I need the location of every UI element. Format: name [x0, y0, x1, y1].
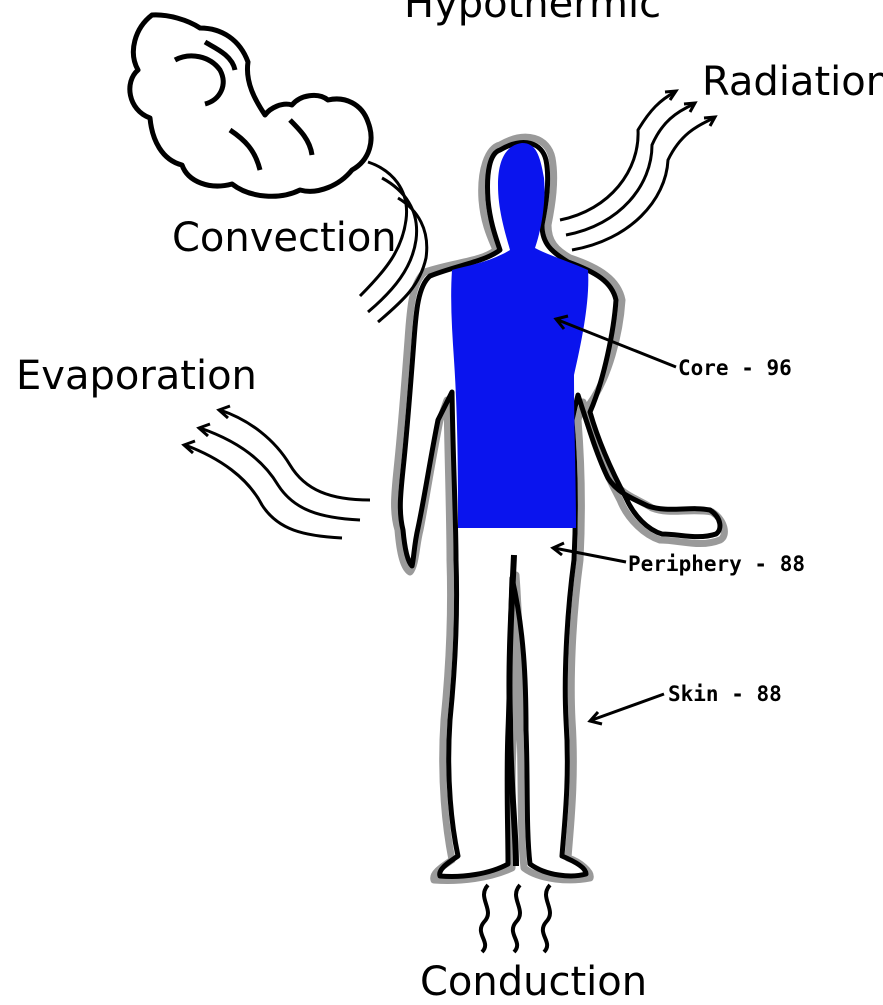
- evaporation-label: Evaporation: [16, 356, 257, 396]
- convection-label: Convection: [172, 218, 397, 258]
- diagram-title: Hypothermic: [404, 0, 661, 24]
- evaporation-arrows: [184, 406, 370, 538]
- radiation-arrows: [560, 91, 715, 250]
- cloud-icon: [130, 15, 371, 196]
- core-region: [451, 143, 588, 528]
- periphery-pointer: [553, 543, 626, 562]
- skin-label: Skin - 88: [668, 684, 782, 705]
- periphery-label: Periphery - 88: [628, 554, 805, 575]
- radiation-label: Radiation: [702, 62, 883, 102]
- skin-pointer: [590, 694, 664, 724]
- conduction-label: Conduction: [420, 962, 647, 1002]
- core-label: Core - 96: [678, 358, 792, 379]
- conduction-arrows: [481, 885, 550, 952]
